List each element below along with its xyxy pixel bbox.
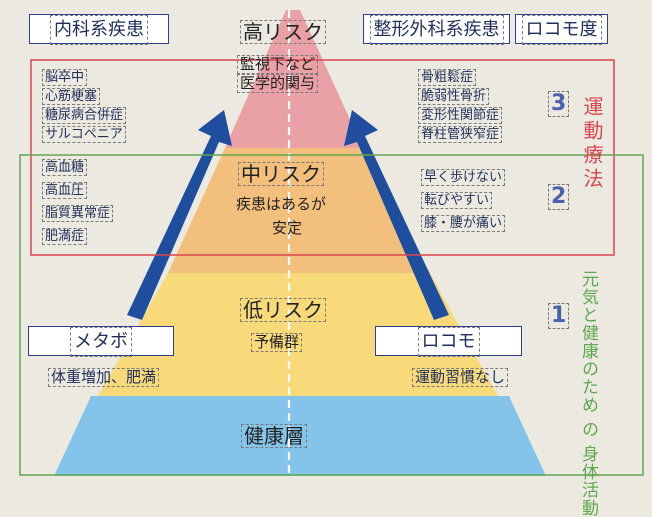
- right-item-pain: 膝・腰が痛い: [421, 215, 506, 232]
- metabo-box: メタボ: [28, 326, 174, 357]
- locomo-level-1: 1: [548, 303, 570, 329]
- exercise-therapy-frame: [30, 59, 615, 256]
- ortho-disease-label: 整形外科系疾患: [369, 15, 504, 45]
- diagram-stage: 内科系疾患 整形外科系疾患 ロコモ度 高リスク 監視下など 医学的関与 中リスク…: [19, 10, 644, 517]
- physical-activity-frame: [19, 154, 644, 476]
- locomo-label: ロコモ: [417, 327, 480, 357]
- right-rising-arrow: [344, 110, 449, 320]
- tier-base-band: [54, 396, 546, 476]
- physical-activity-text: 元気と健康のため の 身体活動: [578, 270, 598, 517]
- locomo-level-2: 2: [548, 184, 570, 210]
- left-item-mi: 心筋梗塞: [42, 88, 101, 105]
- left-item-dyslipidemia: 脂質異常症: [42, 205, 114, 222]
- right-item-osteoporosis: 骨粗鬆症: [418, 69, 477, 86]
- ortho-disease-header: 整形外科系疾患: [363, 14, 510, 45]
- left-rising-arrow: [127, 110, 232, 320]
- tier-low-band: [98, 273, 498, 396]
- mid-risk-line1: 疾患はあるが: [236, 195, 327, 213]
- left-item-obesity: 肥満症: [42, 228, 88, 245]
- locomo-degree-label: ロコモ度: [521, 15, 602, 45]
- locomo-description: 運動習慣なし: [412, 368, 509, 387]
- low-risk-sub: 予備群: [251, 333, 303, 352]
- left-item-stroke: 脳卒中: [42, 69, 88, 86]
- internal-disease-label: 内科系疾患: [50, 15, 148, 45]
- left-item-diabetes-comp: 糖尿病合併症: [42, 107, 127, 124]
- left-item-hyperglycemia: 高血糖: [42, 159, 88, 176]
- mid-risk-line2: 安定: [272, 219, 303, 237]
- high-risk-title: 高リスク: [240, 20, 326, 44]
- left-item-sarcopenia: サルコペニア: [42, 126, 126, 143]
- tier-high-band: [225, 10, 363, 148]
- physical-activity-label: 元気と健康のため の 身体活動: [576, 270, 600, 517]
- left-item-hypertension: 高血圧: [42, 182, 88, 199]
- locomo-degree-header: ロコモ度: [515, 14, 608, 45]
- metabo-label: メタボ: [70, 327, 132, 357]
- right-item-falls: 転びやすい: [421, 192, 493, 209]
- exercise-therapy-label: 運動療法: [580, 96, 604, 192]
- right-item-oa: 変形性関節症: [418, 107, 503, 124]
- right-item-fragility-fracture: 脆弱性骨折: [418, 88, 490, 105]
- right-item-stenosis: 脊柱管狭窄症: [418, 126, 503, 143]
- locomo-level-3: 3: [548, 91, 570, 117]
- mid-risk-title: 中リスク: [238, 162, 324, 186]
- healthy-tier-title: 健康層: [241, 424, 307, 448]
- low-risk-title: 低リスク: [240, 298, 326, 322]
- high-risk-line1: 監視下など: [237, 55, 319, 74]
- right-item-slow-walking: 早く歩けない: [421, 169, 506, 186]
- high-risk-line2: 医学的関与: [237, 74, 319, 93]
- internal-disease-header: 内科系疾患: [29, 14, 169, 45]
- metabo-description: 体重増加、肥満: [48, 368, 160, 387]
- pyramid-graphic: [19, 10, 644, 476]
- locomo-box: ロコモ: [375, 326, 522, 357]
- tier-mid-band: [168, 148, 430, 273]
